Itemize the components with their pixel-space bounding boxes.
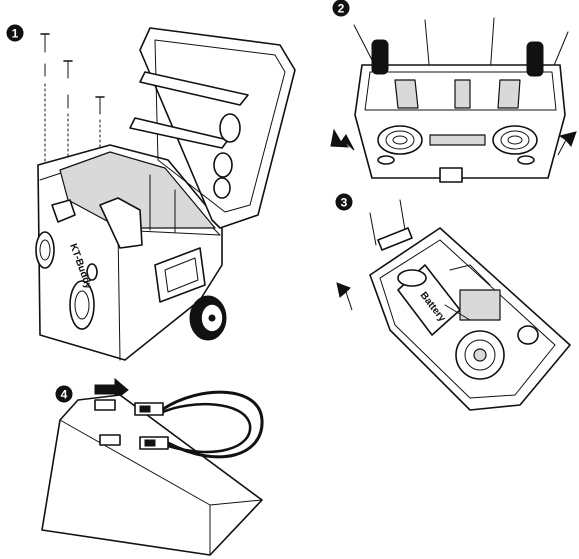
arrow-icon (336, 282, 353, 311)
battery-icon: Battery (397, 264, 461, 336)
screw-icon (399, 199, 406, 231)
screw-icon (353, 24, 373, 61)
step-3-panel: 3 Battery (335, 193, 571, 411)
step-3-number: 3 (341, 196, 348, 210)
arrow-icon (557, 131, 577, 156)
step-1-number: 1 (12, 27, 19, 41)
speaker-icon (492, 125, 538, 155)
step-4-badge: 4 (55, 385, 73, 403)
step-4-number: 4 (61, 388, 68, 402)
step-1-panel: 1 (6, 24, 296, 361)
speaker-icon (377, 125, 423, 155)
connector-icon (139, 436, 169, 450)
step-2-panel: 2 (330, 0, 577, 183)
speaker-icon (69, 280, 95, 330)
connector-icon (134, 402, 164, 416)
step-1-badge: 1 (6, 24, 24, 42)
screw-icon (40, 33, 50, 171)
step-2-badge: 2 (332, 0, 350, 17)
arrow-icon (330, 128, 355, 151)
wheel-icon (371, 39, 544, 77)
step-3-badge: 3 (335, 193, 353, 211)
step-4-panel: 4 (41, 377, 264, 556)
screw-icon (369, 212, 377, 246)
step-2-number: 2 (338, 2, 345, 16)
wheel-icon (189, 295, 227, 341)
